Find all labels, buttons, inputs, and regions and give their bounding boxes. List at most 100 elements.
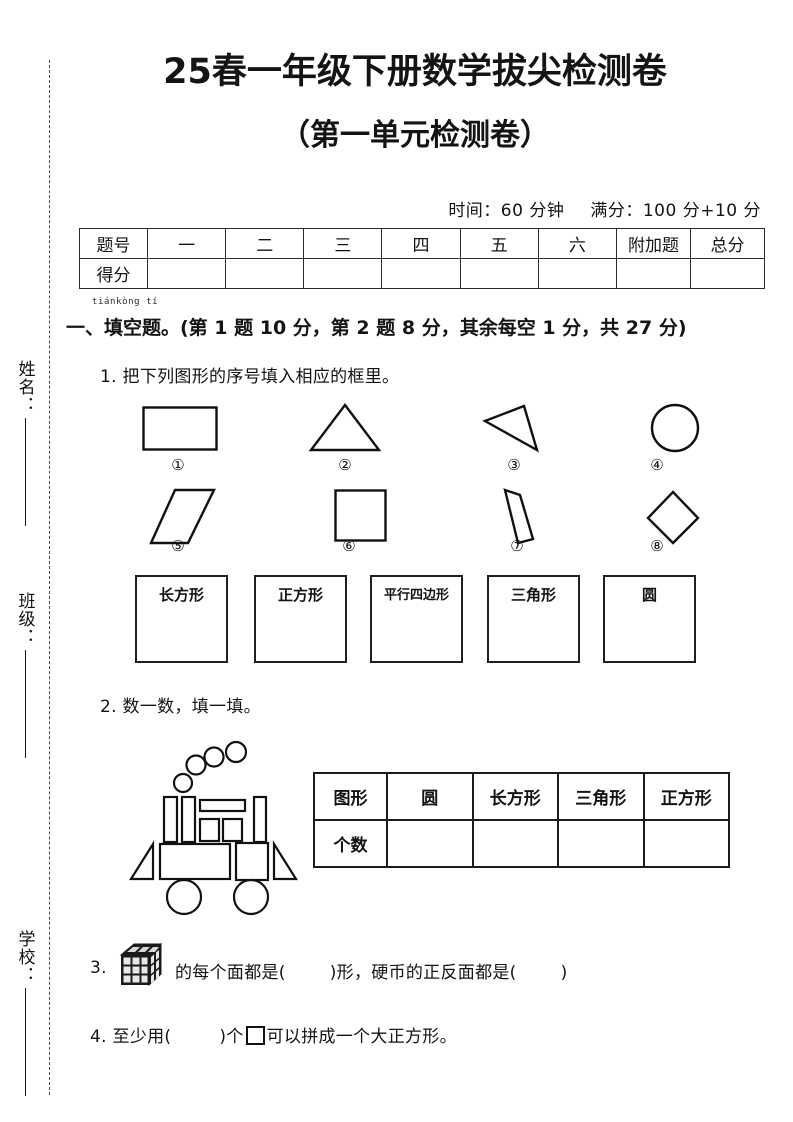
shape-3-label: ③ [507,456,521,474]
section-heading-fill-in-blanks: 一、填空题。(第 1 题 10 分，第 2 题 8 分，其余每空 1 分，共 2… [66,317,687,339]
answer-box-label-parallelogram: 平行四边形 [383,588,449,603]
score-table: 题号 一 二 三 四 五 六 附加题 总分 得分 [79,228,765,289]
margin-label-name: 姓名： [14,360,35,414]
score-cell-3[interactable] [303,258,383,289]
score-table-row-label-score: 得分 [79,258,148,289]
shape-count-table: 图形 圆 长方形 三角形 正方形 个数 [313,772,730,868]
circle-icon [650,403,700,453]
rubiks-cube-icon-wrap [117,941,165,993]
answer-box-label-square: 正方形 [277,586,323,604]
rectangle-icon [142,406,218,451]
question-3-text-b: )形，硬币的正反面都是( [329,963,517,983]
shape-8-diamond [642,489,704,551]
shape-7-label: ⑦ [510,537,524,555]
count-cell-square[interactable] [642,819,730,868]
triangle-icon [308,403,382,452]
margin-field-school: 学校： [8,930,42,1096]
answer-box-parallelogram[interactable]: 平行四边形 [370,575,463,663]
shape-7-slanted-rectangle [495,487,555,553]
count-col-rectangle: 长方形 [471,772,559,821]
score-cell-2[interactable] [225,258,305,289]
count-table-count-row: 个数 [313,819,730,868]
score-cell-total[interactable] [690,258,765,289]
question-3-prefix: 3. [90,958,107,978]
answer-box-rectangle[interactable]: 长方形 [135,575,228,663]
question-3-body: 的每个面都是( )形，硬币的正反面都是() [175,958,568,983]
count-col-circle: 圆 [386,772,474,821]
small-square-icon [245,1026,265,1045]
score-cell-bonus[interactable] [616,258,691,289]
shape-5-parallelogram [148,487,228,553]
margin-write-line-class [24,650,26,758]
question-3-text-c: ) [560,963,568,983]
score-table-header-row: 题号 一 二 三 四 五 六 附加题 总分 [79,228,765,259]
score-col-6: 六 [537,228,618,259]
shape-4-label: ④ [650,456,664,474]
page-subtitle: （第一单元检测卷） [280,118,550,153]
square-icon [334,489,387,542]
slanted-rectangle-icon [503,488,535,545]
shape-1-label: ① [171,456,185,474]
count-col-triangle: 三角形 [557,772,645,821]
left-margin: 姓名： 班级： 学校： [0,0,49,1122]
shape-6-square [334,489,390,549]
answer-box-label-rectangle: 长方形 [158,586,204,604]
answer-box-label-triangle: 三角形 [510,586,556,604]
shape-2-triangle [308,402,384,458]
parallelogram-icon [149,488,216,545]
margin-write-line-school [24,988,26,1096]
question-4-body: 4. 至少用( )个 可以拼成一个大正方形。 [90,1022,457,1047]
score-cell-4[interactable] [381,258,461,289]
answer-box-circle[interactable]: 圆 [603,575,696,663]
score-col-5: 五 [459,228,539,259]
score-cell-1[interactable] [146,258,227,289]
rubiks-cube-icon [119,942,163,987]
page-title: 25春一年级下册数学拔尖检测卷 [163,52,667,92]
exam-meta: 时间：60 分钟 满分：100 分+10 分 [448,196,761,221]
margin-label-school: 学校： [14,930,35,984]
question-4-text-b: )个 [219,1027,244,1047]
margin-field-name: 姓名： [8,360,42,526]
thin-triangle-icon [482,404,539,453]
score-table-score-row: 得分 [79,258,765,289]
time-limit-label: 时间：60 分钟 [448,201,565,221]
count-cell-triangle[interactable] [557,819,645,868]
answer-box-label-circle: 圆 [641,586,657,604]
shape-5-label: ⑤ [171,537,185,555]
shape-3-thin-triangle [482,404,558,460]
score-col-total: 总分 [690,228,765,259]
score-col-2: 二 [225,228,305,259]
question-4-text-a: 4. 至少用( [90,1027,172,1047]
score-col-1: 一 [146,228,227,259]
score-cell-5[interactable] [459,258,539,289]
shape-8-label: ⑧ [650,537,664,555]
shape-1-rectangle [142,406,222,458]
question-1-text: 1. 把下列图形的序号填入相应的框里。 [100,367,400,387]
score-table-row-label-number: 题号 [79,228,148,259]
score-cell-6[interactable] [537,258,618,289]
shape-6-label: ⑥ [342,537,356,555]
count-cell-rectangle[interactable] [471,819,559,868]
count-col-square: 正方形 [642,772,730,821]
train-figure [126,730,326,924]
count-cell-circle[interactable] [386,819,474,868]
answer-box-triangle[interactable]: 三角形 [487,575,580,663]
answer-box-square[interactable]: 正方形 [254,575,347,663]
diamond-icon [646,490,700,545]
margin-label-class: 班级： [14,592,35,646]
score-col-4: 四 [381,228,461,259]
count-table-header-row: 图形 圆 长方形 三角形 正方形 [313,772,730,821]
question-4-text-c: 可以拼成一个大正方形。 [266,1027,457,1047]
margin-write-line-name [24,418,26,526]
shape-2-label: ② [338,456,352,474]
margin-field-class: 班级： [8,592,42,758]
score-col-bonus: 附加题 [616,228,691,259]
question-2-text: 2. 数一数，填一填。 [100,697,261,717]
full-score-label: 满分：100 分+10 分 [590,201,761,221]
count-table-row-label-count: 个数 [313,819,388,868]
shape-4-circle [648,402,704,460]
question-3-text-a: 的每个面都是( [175,963,286,983]
pinyin-annotation-tiankongti: tiánkòng tí [92,297,159,307]
train-made-of-shapes-icon [129,740,298,916]
count-table-row-label-shape: 图形 [313,772,388,821]
